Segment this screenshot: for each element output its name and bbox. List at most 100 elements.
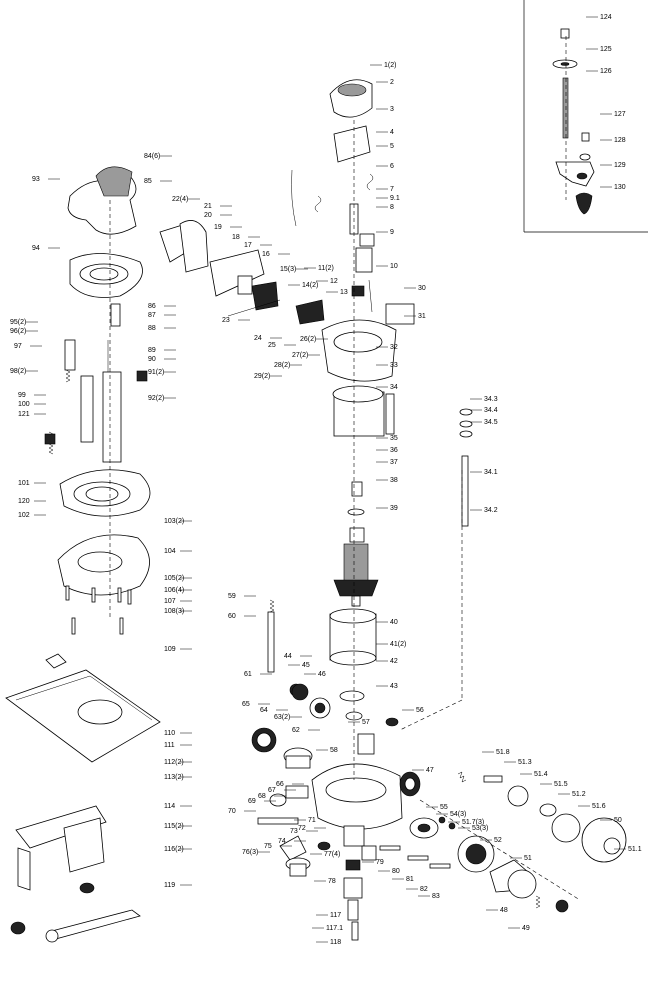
callout-88: 88 <box>148 325 156 332</box>
callout-78: 78 <box>328 878 336 885</box>
callout-34-5: 34.5 <box>484 419 498 426</box>
callout-30: 30 <box>418 285 426 292</box>
callout-93: 93 <box>32 176 40 183</box>
callout-2: 2 <box>390 79 394 86</box>
callout-76: 76(3) <box>242 849 258 856</box>
callout-103: 103(2) <box>164 518 184 525</box>
callout-4: 4 <box>390 129 394 136</box>
callout-68: 68 <box>258 793 266 800</box>
callout-54: 54(3) <box>450 811 466 818</box>
callout-98: 98(2) <box>10 368 26 375</box>
callout-51: 51 <box>524 855 532 862</box>
callout-80: 80 <box>392 868 400 875</box>
callout-26: 26(2) <box>300 336 316 343</box>
callout-31: 31 <box>418 313 426 320</box>
callout-127: 127 <box>614 111 626 118</box>
callout-34-3: 34.3 <box>484 396 498 403</box>
callout-67: 67 <box>268 787 276 794</box>
callout-84: 84(6) <box>144 153 160 160</box>
callout-119: 119 <box>164 882 175 889</box>
callout-89: 89 <box>148 347 156 354</box>
callout-51-3: 51.3 <box>518 759 532 766</box>
callout-40: 40 <box>390 619 398 626</box>
callout-8: 8 <box>390 204 394 211</box>
gear-group <box>251 599 399 769</box>
callout-62: 62 <box>292 727 300 734</box>
callout-115: 115(2) <box>164 823 184 830</box>
lower-parts-group <box>257 785 451 941</box>
callout-28: 28(2) <box>274 362 290 369</box>
callout-108: 108(3) <box>164 608 184 615</box>
callout-15: 15(3) <box>280 266 296 273</box>
callout-36: 36 <box>390 447 398 454</box>
callout-126: 126 <box>600 68 612 75</box>
callout-55: 55 <box>440 804 448 811</box>
callout-60: 60 <box>228 613 236 620</box>
callout-121: 121 <box>18 411 30 418</box>
callout-86: 86 <box>148 303 156 310</box>
callout-83: 83 <box>432 893 440 900</box>
callout-43: 43 <box>390 683 398 690</box>
callout-81: 81 <box>406 876 414 883</box>
column-group <box>44 303 148 463</box>
callout-52: 52 <box>494 837 502 844</box>
field-housing <box>329 608 377 666</box>
callout-32: 32 <box>390 344 398 351</box>
callout-107: 107 <box>164 598 176 605</box>
callout-101: 101 <box>18 480 30 487</box>
callout-53: 53(3) <box>472 825 488 832</box>
callout-14: 14(2) <box>302 282 318 289</box>
callout-6: 6 <box>390 163 394 170</box>
handle-group <box>67 166 143 298</box>
callout-61: 61 <box>244 671 252 678</box>
lock-group <box>457 771 627 863</box>
callout-130: 130 <box>614 184 626 191</box>
callout-109: 109 <box>164 646 176 653</box>
callout-100: 100 <box>18 401 30 408</box>
callout-12: 12 <box>330 278 338 285</box>
callout-34-4: 34.4 <box>484 407 498 414</box>
callout-114: 114 <box>164 803 175 810</box>
callout-42: 42 <box>390 658 398 665</box>
callout-41: 41(2) <box>390 641 406 648</box>
callout-87: 87 <box>148 312 156 319</box>
callout-91: 91(2) <box>148 369 164 376</box>
callout-92: 92(2) <box>148 395 164 402</box>
callout-29: 29(2) <box>254 373 270 380</box>
callout-labels: 1(2)2345679.1891011(2)121314(2)15(3)1617… <box>10 14 642 946</box>
gearbox-group <box>311 763 421 861</box>
callout-3: 3 <box>390 106 394 113</box>
motor-body-group <box>295 299 415 437</box>
callout-47: 47 <box>426 767 434 774</box>
callout-9-1: 9.1 <box>390 195 400 202</box>
inset-frame <box>523 0 648 233</box>
callout-44: 44 <box>284 653 292 660</box>
callout-13: 13 <box>340 289 348 296</box>
callout-72: 72 <box>298 825 306 832</box>
callout-18: 18 <box>232 234 240 241</box>
callout-116: 116(2) <box>164 846 184 853</box>
callout-22: 22(4) <box>172 196 188 203</box>
assembly-lines <box>109 36 581 901</box>
inset-parts <box>552 28 595 215</box>
callout-128: 128 <box>614 137 626 144</box>
callout-16: 16 <box>262 251 270 258</box>
callout-125: 125 <box>600 46 612 53</box>
callout-118: 118 <box>330 939 341 946</box>
callout-33: 33 <box>390 362 398 369</box>
callout-38: 38 <box>390 477 398 484</box>
callout-25: 25 <box>268 342 276 349</box>
callout-56: 56 <box>416 707 424 714</box>
callout-66: 66 <box>276 781 284 788</box>
callout-17: 17 <box>244 242 252 249</box>
callout-20: 20 <box>204 212 212 219</box>
armature-group <box>333 481 379 607</box>
callout-113: 113(2) <box>164 774 184 781</box>
callout-105: 105(2) <box>164 575 184 582</box>
callout-79: 79 <box>376 859 384 866</box>
switch-group <box>159 220 281 317</box>
callout-99: 99 <box>18 392 26 399</box>
callout-1: 1(2) <box>384 62 396 69</box>
callout-34: 34 <box>390 384 398 391</box>
